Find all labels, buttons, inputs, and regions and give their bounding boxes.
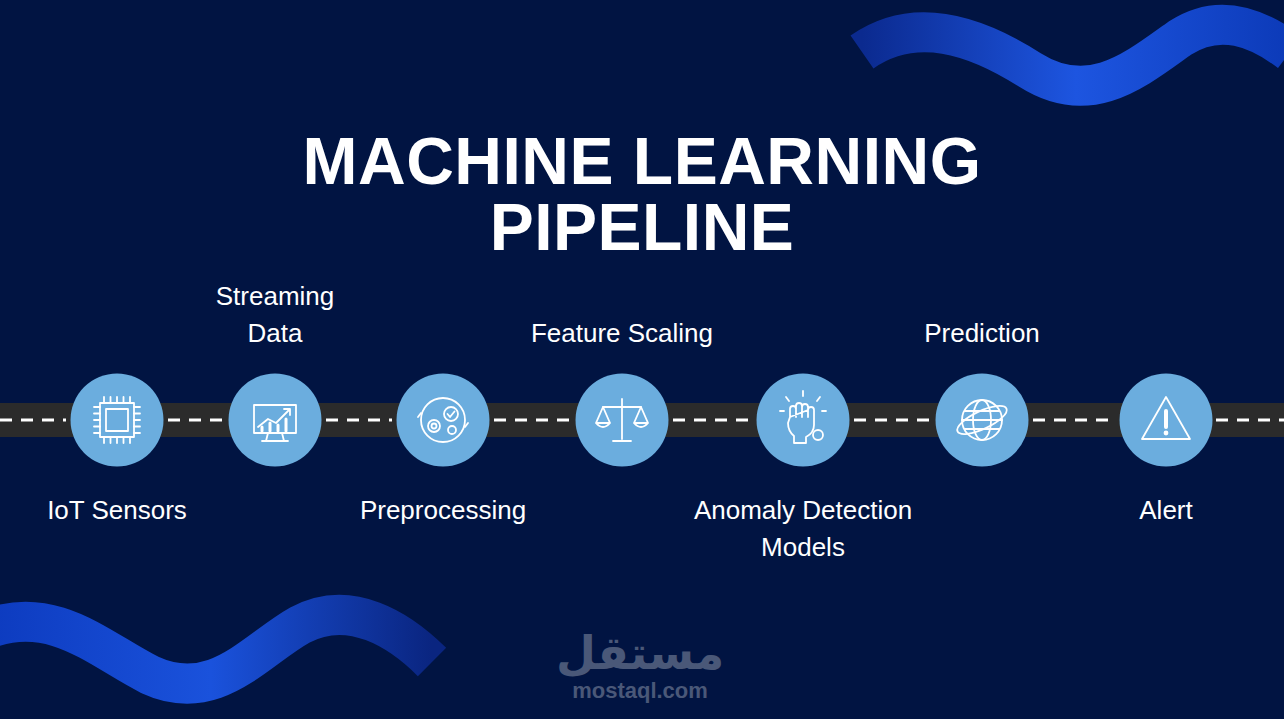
pipeline-step: Anomaly Detection Models	[668, 250, 938, 570]
watermark: mostaql.com	[440, 678, 840, 704]
pipeline-step: Streaming Data	[200, 250, 350, 570]
step-circle	[1119, 373, 1213, 467]
step-icon	[94, 397, 140, 443]
circle-fill	[229, 374, 322, 467]
step-circle	[228, 373, 322, 467]
road-dash	[0, 419, 66, 422]
circle-fill	[397, 374, 490, 467]
road-dash	[673, 419, 752, 422]
step-label: Alert	[1076, 492, 1256, 529]
road-dash	[1216, 419, 1284, 422]
pipeline-step: IoT Sensors	[7, 250, 227, 570]
step-circle	[756, 373, 850, 467]
pipeline-step: Prediction	[882, 250, 1082, 570]
road-dash	[1033, 419, 1115, 422]
step-icon	[1142, 397, 1190, 439]
step-label: Preprocessing	[323, 492, 563, 529]
circle-fill	[936, 374, 1029, 467]
step-circle	[396, 373, 490, 467]
circle-fill	[71, 374, 164, 467]
step-label: IoT Sensors	[7, 492, 227, 529]
road-dash	[854, 419, 931, 422]
step-label: Feature Scaling	[492, 315, 752, 352]
pipeline-step: Preprocessing	[323, 250, 563, 570]
road-dash	[494, 419, 571, 422]
step-icon	[780, 391, 826, 443]
step-label: Prediction	[882, 315, 1082, 352]
wave-ribbon	[862, 25, 1284, 86]
step-circle	[575, 373, 669, 467]
step-circle	[70, 373, 164, 467]
watermark: مستقل	[440, 626, 840, 680]
pipeline-step: Alert	[1076, 250, 1256, 570]
step-label: Anomaly Detection Models	[668, 492, 938, 566]
road-dash	[326, 419, 392, 422]
wave-ribbon	[0, 615, 432, 684]
circle-fill	[1120, 374, 1213, 467]
step-icon	[596, 399, 648, 441]
step-label: Streaming Data	[200, 278, 350, 352]
circle-fill	[757, 374, 850, 467]
step-circle	[935, 373, 1029, 467]
circle-fill	[576, 374, 669, 467]
title: MACHINE LEARNING PIPELINE	[230, 128, 1054, 260]
step-icon	[254, 405, 296, 441]
road-dash	[168, 419, 224, 422]
step-icon	[418, 398, 468, 442]
step-icon	[954, 400, 1011, 440]
